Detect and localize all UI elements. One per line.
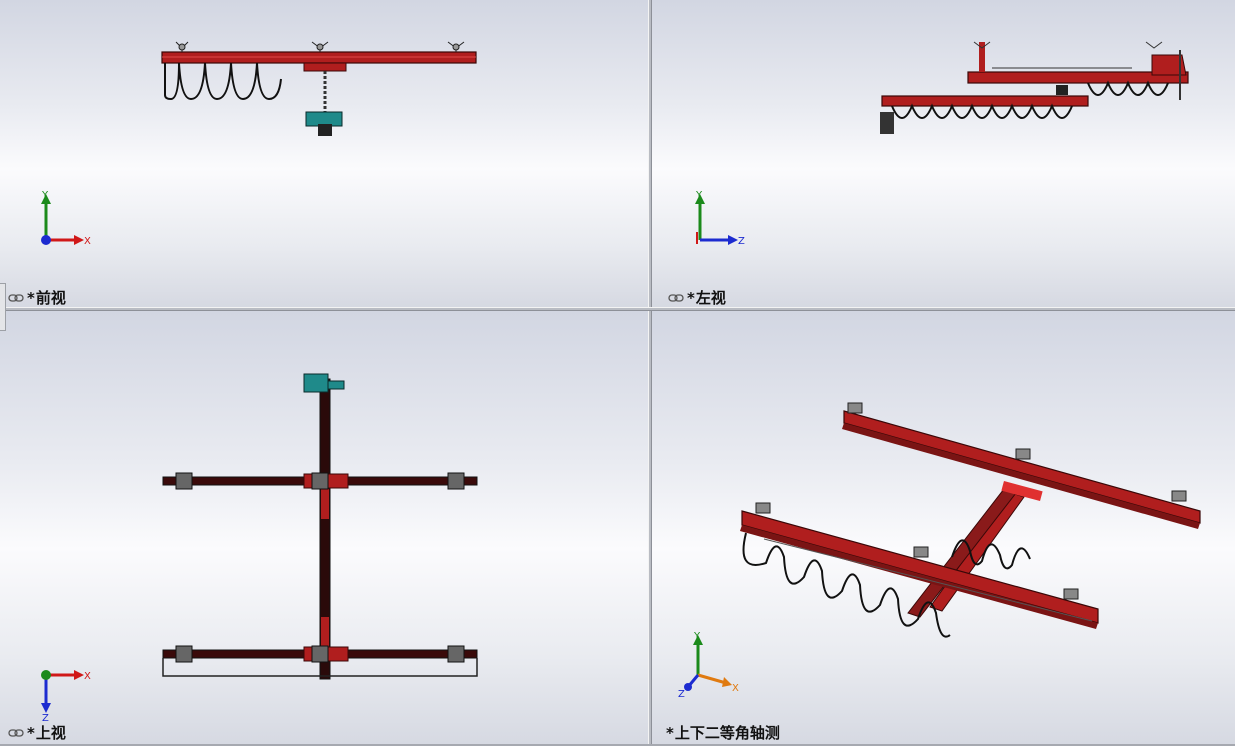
view-name: 左视 [695, 289, 726, 307]
bottom-border [0, 744, 1235, 746]
modified-marker: * [27, 723, 35, 742]
axis-triad-front: Y X [41, 190, 91, 247]
axis-label-y: Y [693, 631, 701, 642]
axis-label-z: Z [678, 689, 685, 699]
axis-triad-iso: Y X Z [678, 631, 739, 699]
axis-label-y: Y [41, 190, 49, 201]
panel-collapse-handle[interactable] [0, 283, 6, 331]
axis-label-z: Z [738, 236, 745, 247]
link-icon [8, 293, 24, 302]
axis-label-x: X [84, 236, 91, 247]
view-name: 上视 [35, 724, 66, 742]
viewport-label-top[interactable]: * 上视 [8, 722, 66, 743]
viewport-left[interactable]: Y Z * 左视 [652, 0, 1235, 307]
crane-model-top [162, 373, 478, 680]
viewport-splitter-horizontal[interactable] [0, 307, 1235, 311]
axis-label-x: X [732, 683, 739, 694]
viewport-top[interactable]: Z X * 上视 [0, 311, 648, 744]
viewport-splitter-vertical[interactable] [648, 0, 652, 746]
modified-marker: * [27, 288, 35, 307]
viewport-label-front[interactable]: * 前视 [8, 287, 66, 307]
crane-model-front [161, 41, 477, 136]
view-name: 上下二等角轴测 [674, 724, 780, 742]
viewport-front[interactable]: Y X * 前视 [0, 0, 648, 307]
crane-model-left [880, 41, 1189, 134]
link-icon [8, 728, 24, 737]
crane-model-iso [740, 402, 1201, 638]
link-icon [668, 293, 684, 302]
viewport-label-iso[interactable]: * 上下二等角轴测 [666, 722, 780, 743]
axis-triad-top: Z X [41, 670, 91, 723]
axis-label-y: Y [695, 190, 703, 201]
viewport-label-left[interactable]: * 左视 [668, 287, 726, 307]
axis-triad-left: Y Z [695, 190, 745, 247]
modified-marker: * [666, 723, 674, 742]
viewport-iso[interactable]: Y X Z * 上下二等角轴测 [652, 311, 1235, 744]
view-name: 前视 [35, 289, 66, 307]
modified-marker: * [687, 288, 695, 307]
axis-label-z: Z [42, 713, 49, 723]
axis-label-x: X [84, 671, 91, 682]
